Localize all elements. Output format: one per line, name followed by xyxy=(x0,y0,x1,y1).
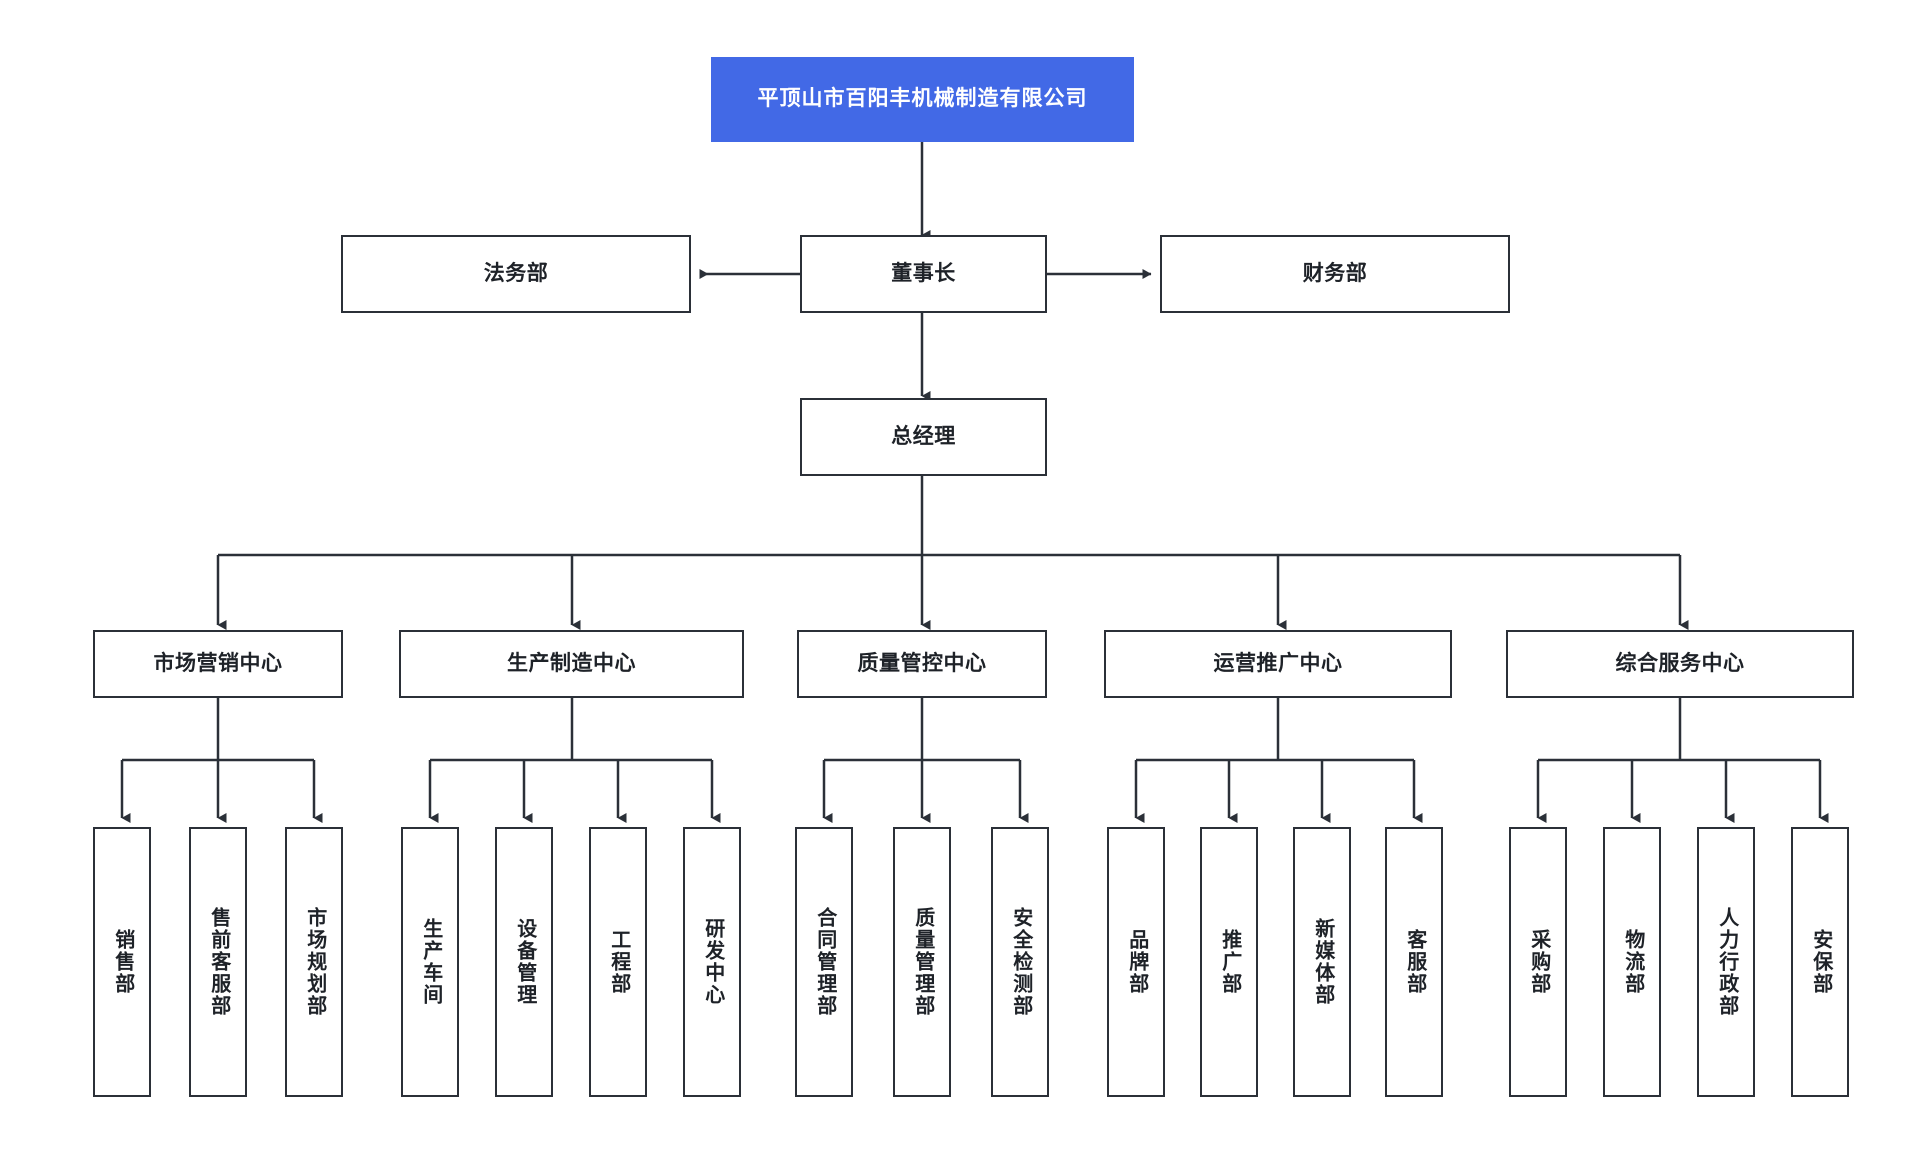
node-label-center-marketing: 市场营销中心 xyxy=(153,651,283,675)
node-leaf-logistics[interactable]: 物流部 xyxy=(1603,827,1661,1097)
node-legal-department[interactable]: 法务部 xyxy=(341,235,691,313)
node-center-quality[interactable]: 质量管控中心 xyxy=(797,630,1047,698)
node-leaf-new-media[interactable]: 新媒体部 xyxy=(1293,827,1351,1097)
node-label-leaf-brand: 品牌部 xyxy=(1125,929,1148,995)
node-label-leaf-sales: 销售部 xyxy=(111,929,134,995)
node-label-center-manufacturing: 生产制造中心 xyxy=(507,651,636,675)
node-leaf-brand[interactable]: 品牌部 xyxy=(1107,827,1165,1097)
node-label-center-quality: 质量管控中心 xyxy=(857,651,987,675)
node-label-leaf-customer-service: 客服部 xyxy=(1403,929,1426,995)
node-leaf-security[interactable]: 安保部 xyxy=(1791,827,1849,1097)
node-label-center-operations: 运营推广中心 xyxy=(1213,651,1343,675)
node-leaf-rnd-center[interactable]: 研发中心 xyxy=(683,827,741,1097)
node-leaf-engineering[interactable]: 工程部 xyxy=(589,827,647,1097)
node-leaf-quality-management[interactable]: 质量管理部 xyxy=(893,827,951,1097)
node-label-leaf-new-media: 新媒体部 xyxy=(1311,918,1334,1006)
node-center-manufacturing[interactable]: 生产制造中心 xyxy=(399,630,744,698)
node-leaf-promotion[interactable]: 推广部 xyxy=(1200,827,1258,1097)
node-leaf-contract-management[interactable]: 合同管理部 xyxy=(795,827,853,1097)
node-label-leaf-presales-service: 售前客服部 xyxy=(207,907,230,1017)
node-label-leaf-safety-inspection: 安全检测部 xyxy=(1009,907,1032,1017)
node-finance-department[interactable]: 财务部 xyxy=(1160,235,1510,313)
node-center-marketing[interactable]: 市场营销中心 xyxy=(93,630,343,698)
node-label-company: 平顶山市百阳丰机械制造有限公司 xyxy=(757,87,1088,111)
node-label-general-manager: 总经理 xyxy=(891,424,956,448)
node-label-leaf-production-workshop: 生产车间 xyxy=(419,918,442,1006)
node-leaf-procurement[interactable]: 采购部 xyxy=(1509,827,1567,1097)
node-label-leaf-promotion: 推广部 xyxy=(1218,929,1241,995)
node-general-manager[interactable]: 总经理 xyxy=(800,398,1047,476)
node-label-legal: 法务部 xyxy=(483,261,549,285)
node-leaf-presales-service[interactable]: 售前客服部 xyxy=(189,827,247,1097)
node-leaf-equipment-management[interactable]: 设备管理 xyxy=(495,827,553,1097)
node-leaf-market-planning[interactable]: 市场规划部 xyxy=(285,827,343,1097)
node-chairman[interactable]: 董事长 xyxy=(800,235,1047,313)
node-label-leaf-procurement: 采购部 xyxy=(1527,929,1550,995)
node-label-leaf-security: 安保部 xyxy=(1809,929,1832,995)
node-label-leaf-logistics: 物流部 xyxy=(1621,929,1644,995)
node-label-leaf-hr-admin: 人力行政部 xyxy=(1715,907,1738,1017)
node-label-leaf-quality-management: 质量管理部 xyxy=(911,907,934,1017)
node-label-center-general-services: 综合服务中心 xyxy=(1615,651,1745,675)
node-center-operations[interactable]: 运营推广中心 xyxy=(1104,630,1452,698)
node-label-finance: 财务部 xyxy=(1302,261,1368,285)
node-leaf-sales[interactable]: 销售部 xyxy=(93,827,151,1097)
node-company-root[interactable]: 平顶山市百阳丰机械制造有限公司 xyxy=(711,57,1134,142)
node-label-leaf-contract-management: 合同管理部 xyxy=(813,907,836,1017)
node-label-leaf-rnd-center: 研发中心 xyxy=(701,918,724,1006)
node-label-leaf-equipment-management: 设备管理 xyxy=(513,918,536,1006)
node-label-leaf-market-planning: 市场规划部 xyxy=(303,907,326,1017)
node-label-chairman: 董事长 xyxy=(891,261,956,285)
node-label-leaf-engineering: 工程部 xyxy=(607,929,630,995)
node-leaf-customer-service[interactable]: 客服部 xyxy=(1385,827,1443,1097)
node-center-general-services[interactable]: 综合服务中心 xyxy=(1506,630,1854,698)
node-leaf-hr-admin[interactable]: 人力行政部 xyxy=(1697,827,1755,1097)
node-leaf-safety-inspection[interactable]: 安全检测部 xyxy=(991,827,1049,1097)
node-leaf-production-workshop[interactable]: 生产车间 xyxy=(401,827,459,1097)
